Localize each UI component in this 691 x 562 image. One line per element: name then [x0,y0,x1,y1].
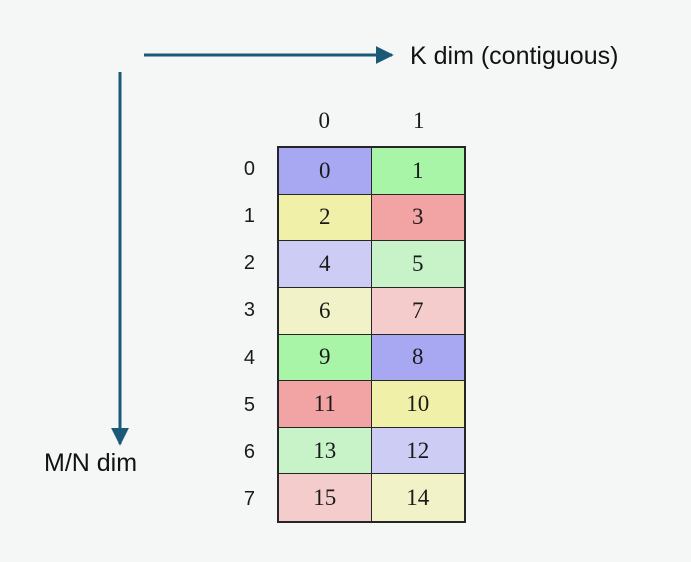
row-header-7: 7 [243,487,255,510]
grid-cell-r7-c0: 15 [279,474,372,521]
grid-cell-r4-c1: 8 [371,334,464,382]
k-dim-axis-label: K dim (contiguous) [410,42,619,70]
mn-dim-axis-label: M/N dim [44,449,138,477]
grid-cell-r2-c1: 5 [371,241,464,288]
row-header-column: 0 1 2 3 4 5 6 7 [205,146,261,523]
grid-cell-r5-c0: 11 [279,381,372,428]
horizontal-axis-arrow [144,46,394,64]
grid-cell-r2-c0: 4 [279,241,372,288]
grid-cell-r0-c1: 1 [371,148,464,195]
row-header-6: 6 [243,440,255,463]
row-header-3: 3 [243,299,255,322]
row-header-4: 4 [243,346,255,369]
row-header-1: 1 [243,205,255,228]
grid-cell-r1-c1: 3 [371,194,464,242]
row-header-0: 0 [243,158,255,181]
grid-cell-r5-c1: 10 [371,381,464,428]
grid-cell-r7-c1: 14 [371,474,464,521]
vertical-axis-arrow [111,72,129,446]
column-header-1: 1 [413,108,425,133]
grid-cell-r4-c0: 9 [279,334,372,382]
grid-cell-r1-c0: 2 [279,194,372,242]
grid-cell-r0-c0: 0 [279,148,372,195]
row-header-5: 5 [243,393,255,416]
grid-cell-r3-c0: 6 [279,287,372,335]
grid-cell-r6-c0: 13 [279,427,372,475]
row-header-2: 2 [243,252,255,275]
grid-cell-r6-c1: 12 [371,427,464,475]
grid-cell-r3-c1: 7 [371,287,464,335]
column-header-0: 0 [318,108,331,133]
